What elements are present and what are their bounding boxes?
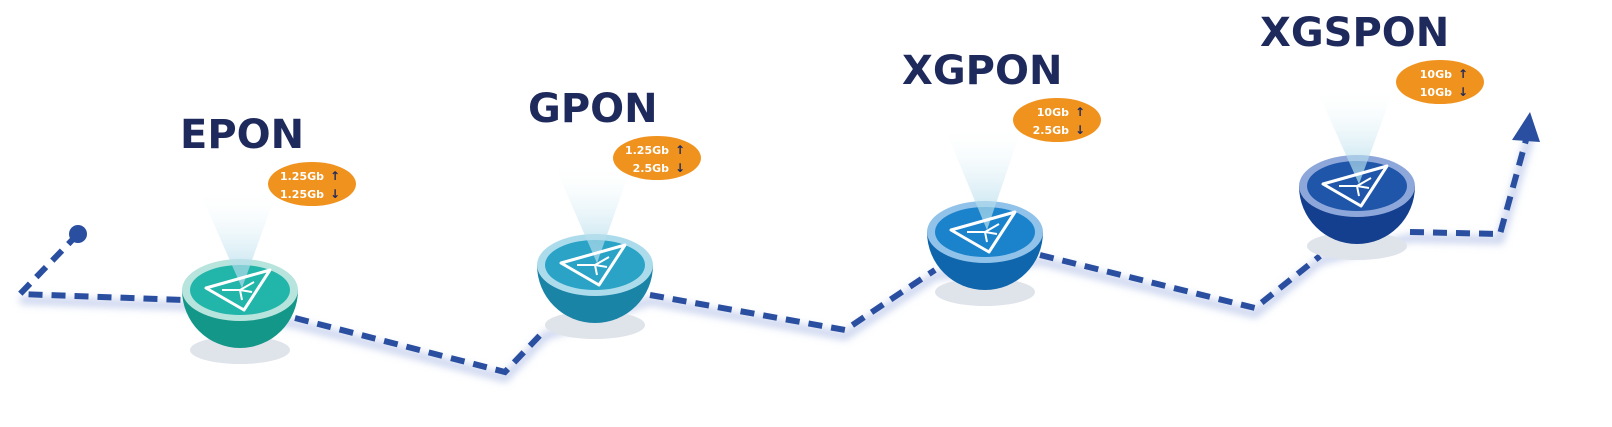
light-beam [198, 188, 278, 288]
downstream-speed: 1.25Gb [280, 188, 324, 201]
splitter-triangle-icon [559, 243, 627, 287]
bowl-shadow [1307, 232, 1407, 260]
arrow-up-icon: ↑ [675, 143, 685, 157]
upstream-speed: 1.25Gb [625, 144, 669, 157]
arrow-down-icon: ↓ [1458, 85, 1468, 99]
light-beam [553, 162, 633, 263]
splitter-triangle-icon [949, 210, 1017, 254]
bowl-shadow [935, 278, 1035, 306]
light-beam [1315, 86, 1395, 184]
node-title: EPON [180, 112, 304, 158]
start-dot [69, 225, 87, 243]
node-title: XGSPON [1260, 10, 1449, 56]
node-epon: EPON 1.25Gb 1.25Gb ↑ ↓ [180, 112, 356, 364]
node-gpon: GPON 1.25Gb 2.5Gb ↑ ↓ [528, 86, 701, 339]
speed-badge: 10Gb 10Gb ↑ ↓ [1396, 60, 1484, 104]
arrow-up-icon: ↑ [1075, 105, 1085, 119]
node-xgpon: XGPON 10Gb 2.5Gb ↑ ↓ [902, 48, 1101, 306]
arrow-up-icon: ↑ [1458, 67, 1468, 81]
splitter-triangle-icon [204, 268, 272, 312]
arrow-down-icon: ↓ [675, 161, 685, 175]
arrow-down-icon: ↓ [330, 187, 340, 201]
arrow-up-icon: ↑ [330, 169, 340, 183]
speed-badge: 1.25Gb 1.25Gb ↑ ↓ [268, 162, 356, 206]
upstream-speed: 10Gb [1037, 106, 1069, 119]
node-xgspon: XGSPON 10Gb 10Gb ↑ ↓ [1260, 10, 1484, 260]
dashed-path [13, 139, 1529, 376]
upstream-speed: 1.25Gb [280, 170, 324, 183]
downstream-speed: 2.5Gb [633, 162, 670, 175]
light-beam [943, 124, 1023, 230]
downstream-speed: 10Gb [1420, 86, 1452, 99]
speed-badge: 1.25Gb 2.5Gb ↑ ↓ [613, 136, 701, 180]
upstream-speed: 10Gb [1420, 68, 1452, 81]
bowl-shadow [190, 336, 290, 364]
speed-badge: 10Gb 2.5Gb ↑ ↓ [1013, 98, 1101, 142]
arrow-head-icon [1512, 112, 1540, 142]
splitter-triangle-icon [1321, 164, 1389, 208]
bowl-shadow [545, 311, 645, 339]
node-title: XGPON [902, 48, 1062, 94]
downstream-speed: 2.5Gb [1033, 124, 1070, 137]
node-title: GPON [528, 86, 658, 132]
arrow-down-icon: ↓ [1075, 123, 1085, 137]
